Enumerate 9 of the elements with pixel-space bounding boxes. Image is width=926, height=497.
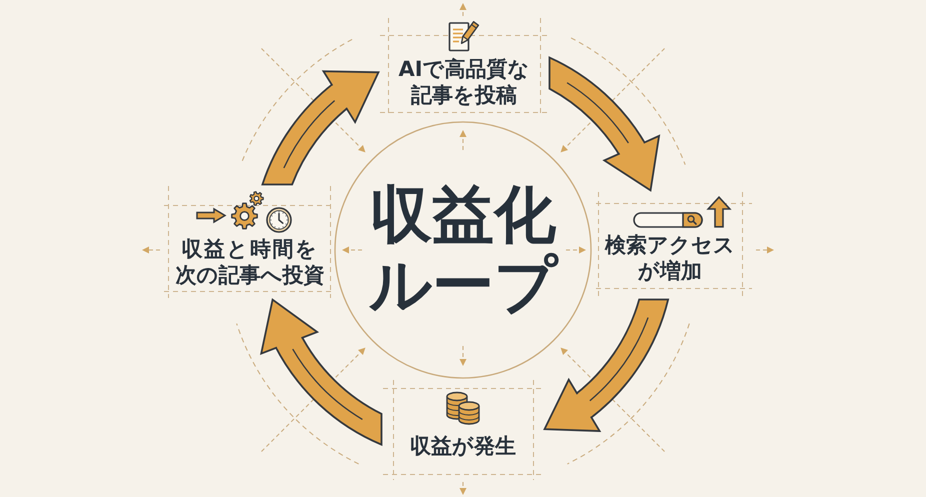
step-label: 収益と時間を次の記事へ投資 xyxy=(174,236,326,288)
curved-arrow xyxy=(262,70,380,186)
curved-arrow xyxy=(542,298,669,432)
step-label: 収益が発生 xyxy=(409,433,517,459)
curved-arrow xyxy=(260,298,382,446)
step-label: 検索アクセスが増加 xyxy=(604,232,736,284)
curved-arrow xyxy=(548,56,660,192)
diagram-title: 収益化ループ xyxy=(368,180,558,320)
step-label: AIで高品質な記事を投稿 xyxy=(397,56,531,108)
